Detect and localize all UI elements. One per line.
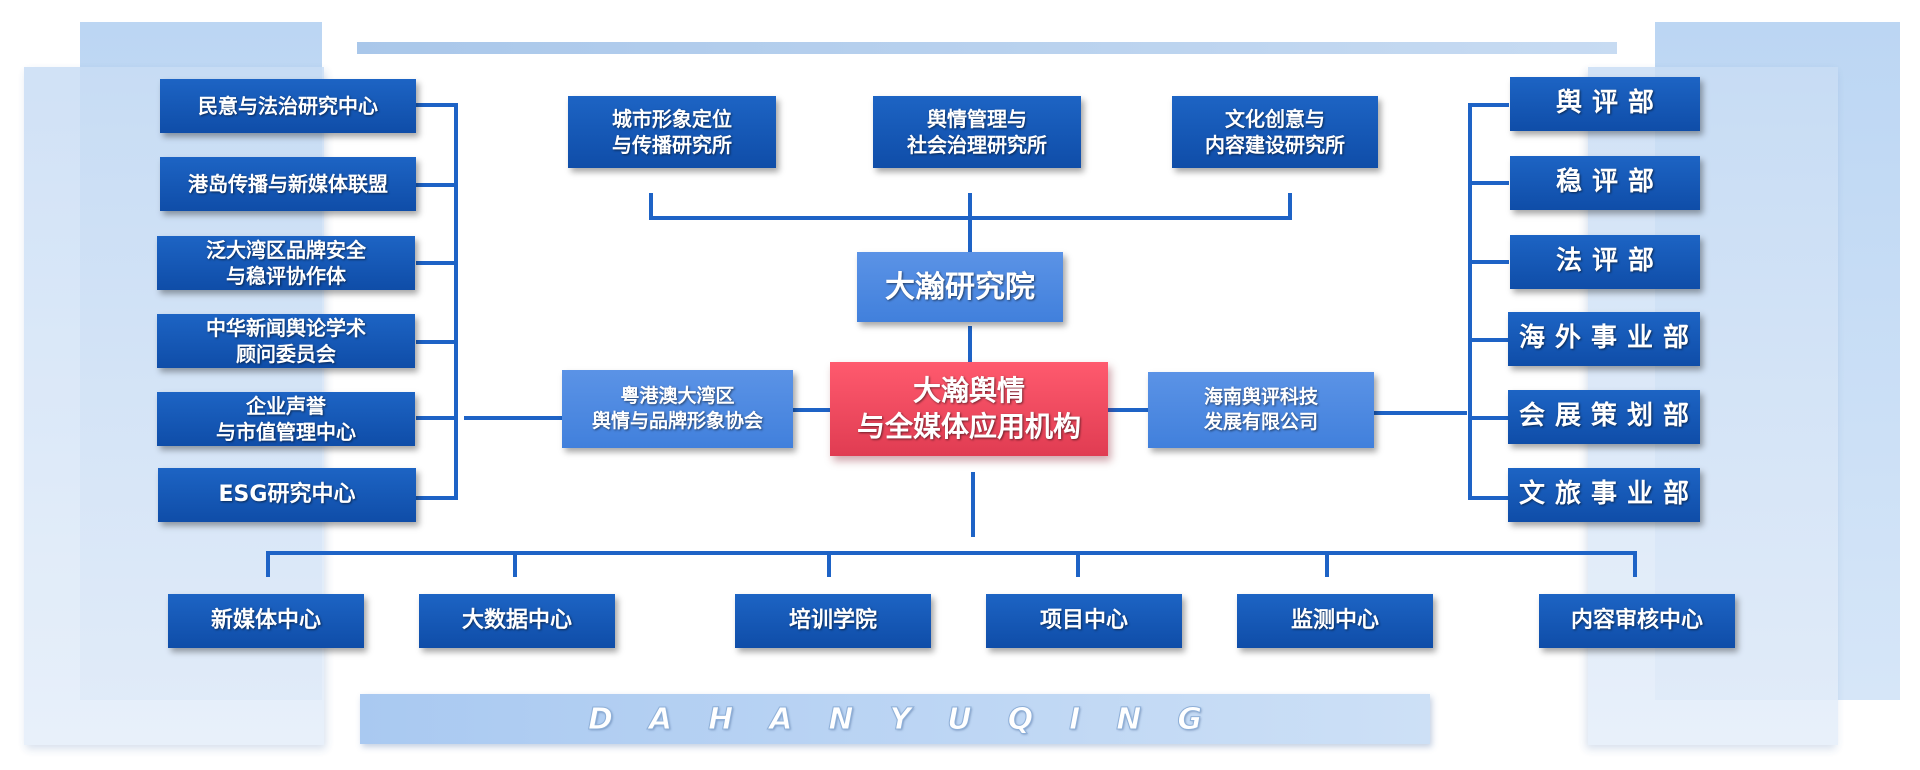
right-department-6: 文旅事业部	[1508, 468, 1700, 522]
bottom-center-4: 项目中心	[986, 594, 1182, 648]
right-department-1: 舆评部	[1510, 77, 1700, 131]
bottom-center-3: 培训学院	[735, 594, 931, 648]
main-organization: 大瀚舆情 与全媒体应用机构	[830, 362, 1108, 456]
right-department-5: 会展策划部	[1508, 390, 1700, 444]
top-decorative-bar	[357, 42, 1617, 54]
left-unit-5: 企业声誉 与市值管理中心	[157, 392, 415, 446]
left-unit-4: 中华新闻舆论学术 顾问委员会	[157, 314, 415, 368]
left-unit-6: ESG研究中心	[158, 468, 416, 522]
connector-bottom-bracket	[266, 551, 1637, 577]
banner-text: DAHANYUQING	[587, 701, 1239, 737]
research-institute-culture: 文化创意与 内容建设研究所	[1172, 96, 1378, 168]
right-department-4: 海外事业部	[1508, 312, 1700, 366]
research-institute-city-image: 城市形象定位 与传播研究所	[568, 96, 776, 168]
left-unit-3: 泛大湾区品牌安全 与稳评协作体	[157, 236, 415, 290]
connector-left-bracket	[416, 103, 458, 500]
connector-right-bracket	[1468, 103, 1509, 500]
bottom-center-2: 大数据中心	[419, 594, 615, 648]
dahan-research-institute: 大瀚研究院	[857, 252, 1063, 322]
right-department-3: 法评部	[1510, 235, 1700, 289]
bottom-center-6: 内容审核中心	[1539, 594, 1735, 648]
left-unit-2: 港岛传播与新媒体联盟	[160, 157, 416, 211]
gba-association: 粤港澳大湾区 舆情与品牌形象协会	[562, 370, 793, 448]
research-institute-public-opinion: 舆情管理与 社会治理研究所	[873, 96, 1081, 168]
left-unit-1: 民意与法治研究中心	[160, 79, 416, 133]
right-department-2: 稳评部	[1510, 156, 1700, 210]
bottom-center-5: 监测中心	[1237, 594, 1433, 648]
bottom-banner: DAHANYUQING	[360, 694, 1430, 744]
hainan-company: 海南舆评科技 发展有限公司	[1148, 372, 1374, 448]
bottom-center-1: 新媒体中心	[168, 594, 364, 648]
